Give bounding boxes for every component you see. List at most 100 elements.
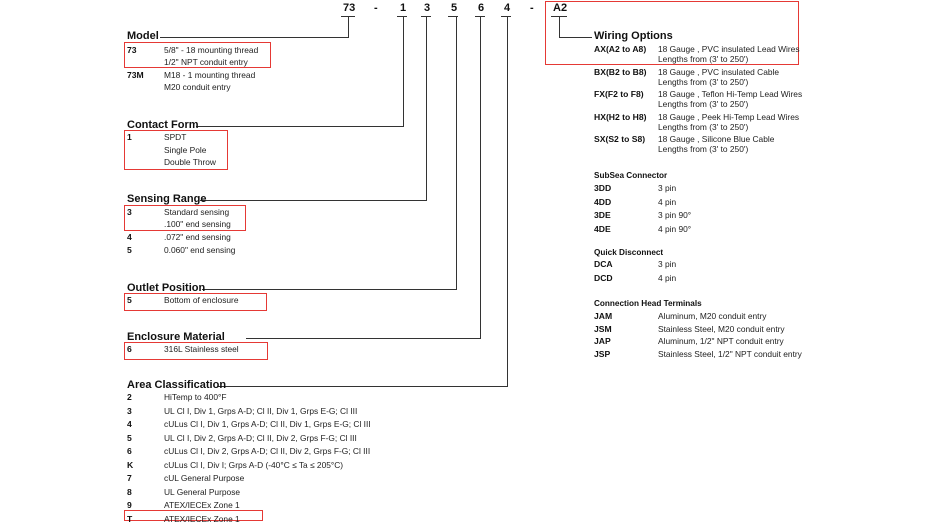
connector-line-outlet <box>456 17 457 289</box>
option-code: 5 <box>127 295 132 306</box>
option-code: FX(F2 to F8) <box>594 89 644 100</box>
list-item: DCD 4 pin <box>594 273 794 287</box>
connector-line-contact <box>196 126 404 127</box>
option-code: 5 <box>127 433 132 444</box>
option-code: 2 <box>127 392 132 403</box>
option-code: 3 <box>127 207 132 218</box>
option-desc: Lengths from (3' to 250') <box>658 54 748 65</box>
pn-underline <box>397 16 407 17</box>
list-item: 7 cUL General Purpose <box>127 473 457 487</box>
option-desc: 1/2" NPT conduit entry <box>164 57 248 68</box>
option-code: 8 <box>127 487 132 498</box>
list-item: FX(F2 to F8) 18 Gauge , Teflon Hi-Temp L… <box>594 89 824 112</box>
list-item: HX(H2 to H8) 18 Gauge , Peek Hi-Temp Lea… <box>594 112 824 135</box>
connector-line-sensing <box>200 200 427 201</box>
option-desc: 4 pin 90° <box>658 224 691 235</box>
option-code: JSM <box>594 324 612 335</box>
list-item: 3DD 3 pin <box>594 183 794 197</box>
connector-line-sensing <box>426 17 427 200</box>
option-code: 3DE <box>594 210 611 221</box>
connector-line-enclosure <box>246 338 481 339</box>
option-code: JSP <box>594 349 610 360</box>
option-code: JAP <box>594 336 611 347</box>
part-number-segment-contact: 1 <box>400 2 406 15</box>
quick-disconnect-list: DCA 3 pin DCD 4 pin <box>594 259 794 286</box>
connector-line-area <box>218 386 508 387</box>
option-code: 4 <box>127 232 132 243</box>
list-item: SX(S2 to S8) 18 Gauge , Silicone Blue Ca… <box>594 134 824 157</box>
option-desc: .072" end sensing <box>164 232 231 243</box>
part-number-segment-enclosure: 6 <box>478 2 484 15</box>
option-code: AX(A2 to A8) <box>594 44 646 55</box>
list-item: 4DE 4 pin 90° <box>594 224 794 238</box>
option-code: 7 <box>127 473 132 484</box>
option-desc: Standard sensing <box>164 207 229 218</box>
option-desc: Aluminum, M20 conduit entry <box>658 311 766 322</box>
part-number-segment-sensing: 3 <box>424 2 430 15</box>
list-item: JSP Stainless Steel, 1/2" NPT conduit ent… <box>594 349 824 362</box>
option-code: 9 <box>127 500 132 511</box>
list-item: 5 UL Cl I, Div 2, Grps A-D; Cl II, Div 2,… <box>127 433 457 447</box>
option-code: DCD <box>594 273 613 284</box>
option-desc: 4 pin <box>658 273 676 284</box>
option-desc: 3 pin <box>658 183 676 194</box>
option-desc: ATEX/IECEx Zone 1 <box>164 514 240 525</box>
section-title-area-classification: Area Classification <box>127 379 226 392</box>
option-code: 1 <box>127 132 132 143</box>
pn-underline <box>501 16 511 17</box>
option-desc: Single Pole <box>164 145 206 156</box>
part-number-dash: - <box>530 2 534 15</box>
option-desc: M18 - 1 mounting thread <box>164 70 255 81</box>
connector-line-model <box>160 37 349 38</box>
option-code: SX(S2 to S8) <box>594 134 645 145</box>
option-code: BX(B2 to B8) <box>594 67 647 78</box>
option-code: 5 <box>127 245 132 256</box>
connector-line-outlet <box>202 289 457 290</box>
section-title-connection-head-terminals: Connection Head Terminals <box>594 298 702 309</box>
option-desc: UL Cl I, Div 2, Grps A-D; Cl II, Div 2, … <box>164 433 357 444</box>
connector-line-area <box>507 17 508 386</box>
option-desc: 3 pin <box>658 259 676 270</box>
option-desc: Stainless Steel, 1/2" NPT conduit entry <box>658 349 802 360</box>
part-number-segment-outlet: 5 <box>451 2 457 15</box>
section-title-contact-form: Contact Form <box>127 119 199 132</box>
list-item: BX(B2 to B8) 18 Gauge , PVC insulated Ca… <box>594 67 824 90</box>
option-code: 73M <box>127 70 144 81</box>
option-desc: cUL General Purpose <box>164 473 244 484</box>
section-title-quick-disconnect: Quick Disconnect <box>594 247 663 258</box>
section-title-sensing-range: Sensing Range <box>127 193 206 206</box>
section-title-subsea-connector: SubSea Connector <box>594 170 667 181</box>
option-desc: 316L Stainless steel <box>164 344 239 355</box>
option-desc: 4 pin <box>658 197 676 208</box>
connector-line-enclosure <box>480 17 481 338</box>
option-code: 4DE <box>594 224 611 235</box>
part-number-segment-area: 4 <box>504 2 510 15</box>
option-desc: Aluminum, 1/2" NPT conduit entry <box>658 336 784 347</box>
option-desc: HiTemp to 400°F <box>164 392 226 403</box>
option-code: 3DD <box>594 183 611 194</box>
option-code: HX(H2 to H8) <box>594 112 647 123</box>
option-desc: UL Cl I, Div 1, Grps A-D; Cl II, Div 1, … <box>164 406 357 417</box>
option-code: 6 <box>127 446 132 457</box>
section-title-model: Model <box>127 30 159 43</box>
option-desc: 5/8" - 18 mounting thread <box>164 45 258 56</box>
section-title-wiring-options: Wiring Options <box>594 30 673 43</box>
option-code: DCA <box>594 259 613 270</box>
option-code: 4DD <box>594 197 611 208</box>
option-code: K <box>127 460 133 471</box>
option-desc: Lengths from (3' to 250') <box>658 99 748 110</box>
option-desc: cULus Cl I, Div I; Grps A-D (-40°C ≤ Ta … <box>164 460 343 471</box>
option-code: 4 <box>127 419 132 430</box>
section-title-enclosure-material: Enclosure Material <box>127 331 225 344</box>
option-desc: Lengths from (3' to 250') <box>658 144 748 155</box>
option-desc: M20 conduit entry <box>164 82 231 93</box>
option-desc: .100" end sensing <box>164 219 231 230</box>
